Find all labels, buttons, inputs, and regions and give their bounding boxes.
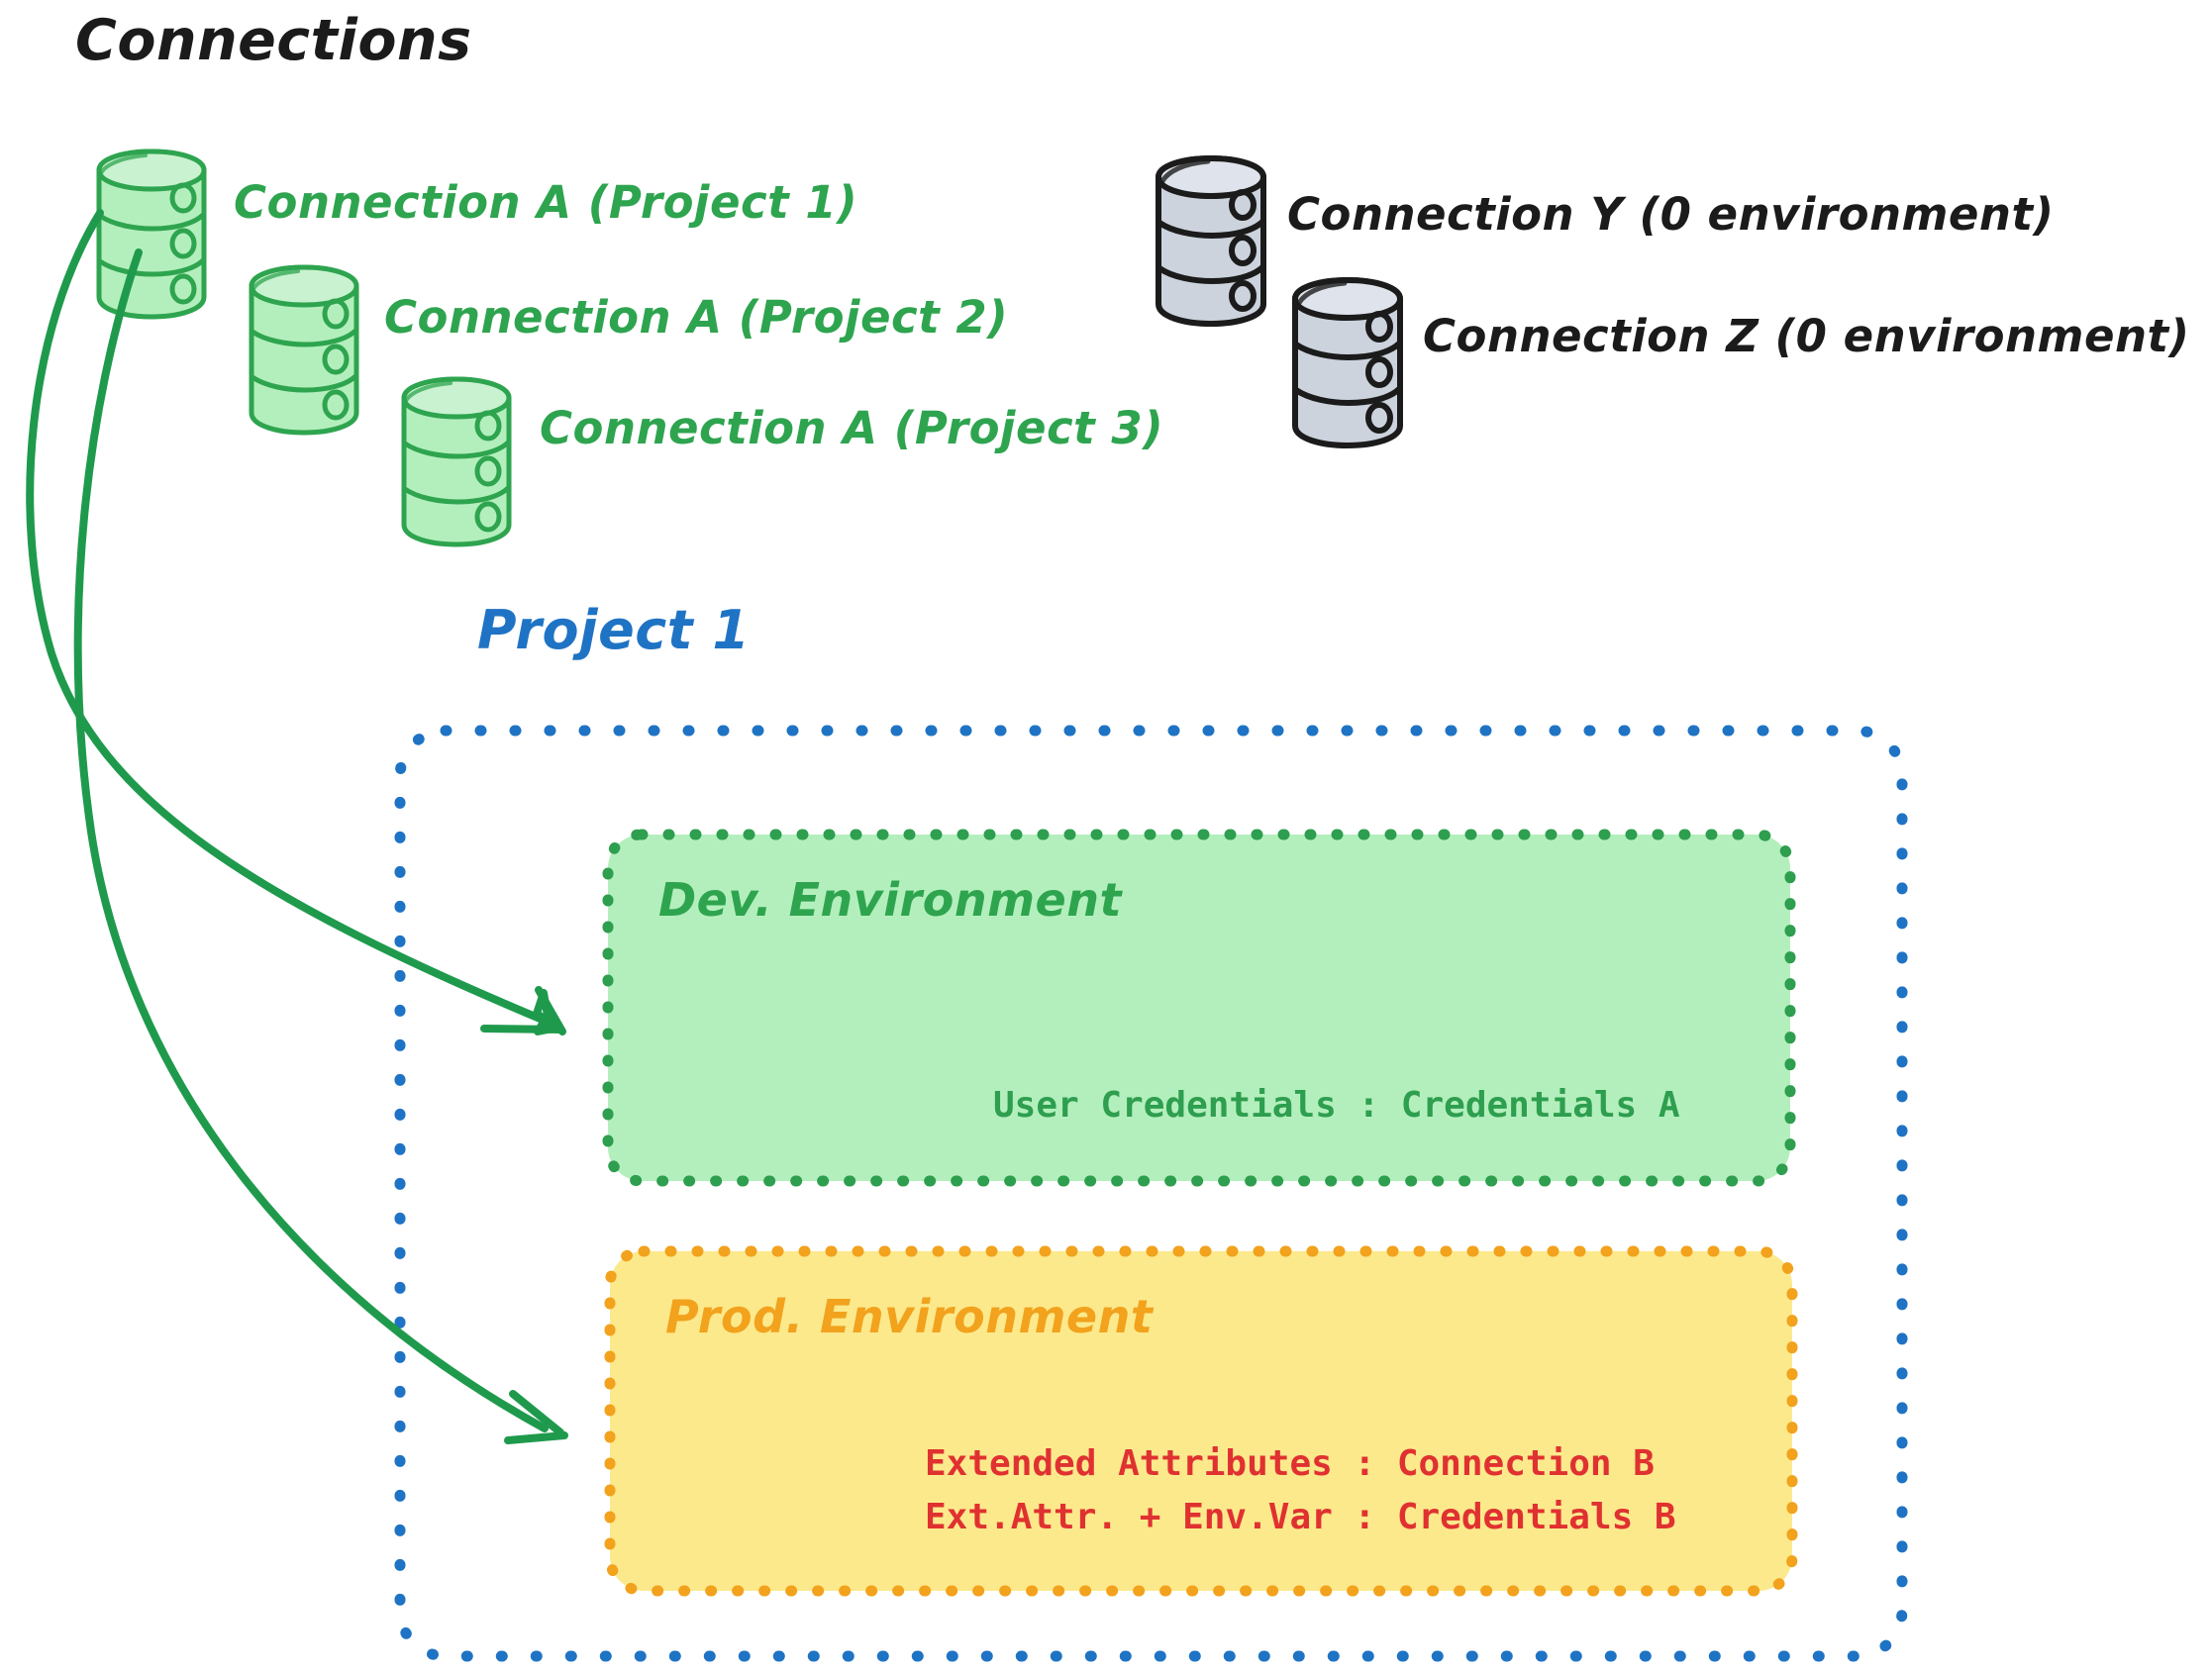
arrow-connection-a-to-prod-environment	[73, 248, 568, 1444]
connection-label-a-project-3: Connection A (Project 3)	[540, 402, 1164, 454]
database-cylinder-icon-connection-a-project-1	[99, 151, 204, 317]
connection-label-a-project-1: Connection A (Project 1)	[234, 176, 858, 229]
dev-environment-entry-user-credentials: User Credentials : Credentials A	[993, 1085, 1680, 1126]
page-title: Connections	[75, 8, 472, 73]
connection-label-y: Connection Y (0 environment)	[1287, 188, 2055, 241]
database-cylinder-icon-connection-z	[1295, 280, 1400, 445]
database-cylinder-icon-connection-y	[1158, 158, 1263, 324]
dev-environment-title: Dev. Environment	[658, 873, 1122, 927]
prod-environment-title: Prod. Environment	[665, 1290, 1154, 1343]
connection-label-a-project-2: Connection A (Project 2)	[384, 291, 1009, 344]
database-cylinder-icon-connection-a-project-3	[404, 379, 509, 544]
prod-environment-entry-extended-attributes: Extended Attributes : Connection B	[925, 1443, 1655, 1484]
prod-environment-entry-ext-attr-env-var: Ext.Attr. + Env.Var : Credentials B	[925, 1497, 1676, 1537]
connection-label-z: Connection Z (0 environment)	[1423, 310, 2190, 362]
database-cylinder-icon-connection-a-project-2	[251, 267, 356, 433]
project-title: Project 1	[477, 599, 751, 661]
